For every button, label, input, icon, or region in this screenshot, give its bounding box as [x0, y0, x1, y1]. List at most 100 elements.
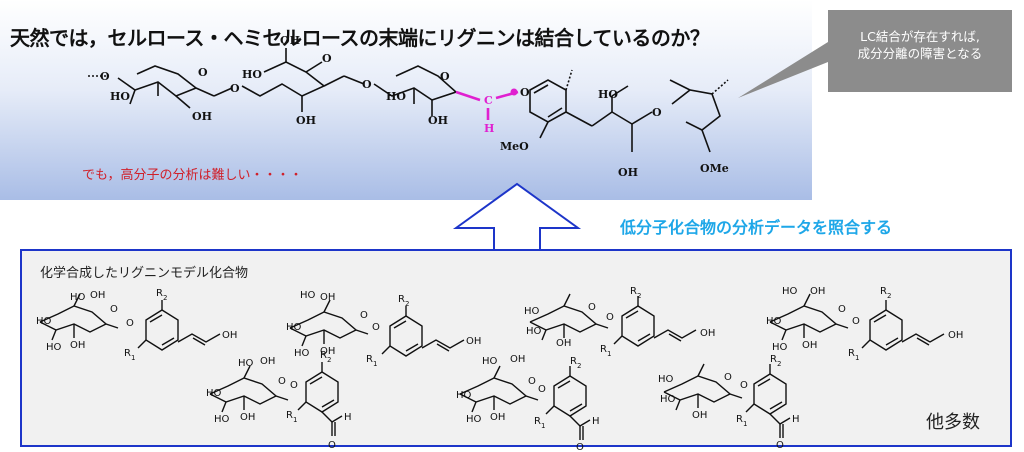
- svg-text:HO: HO: [238, 358, 254, 369]
- headline-question: 天然では，セルロース・ヘミセルロースの末端にリグニンは結合しているのか？: [10, 26, 710, 50]
- svg-text:HO: HO: [286, 322, 302, 333]
- svg-text:HO: HO: [766, 316, 782, 327]
- svg-text:OH: OH: [490, 412, 505, 423]
- svg-text:OH: OH: [556, 338, 571, 349]
- svg-text:HO: HO: [660, 394, 676, 405]
- label-O-link1: O: [230, 82, 240, 95]
- svg-text:HO: HO: [772, 342, 788, 353]
- label-HO-4: HO: [598, 88, 618, 101]
- svg-text:O: O: [328, 440, 336, 451]
- svg-text:OH: OH: [692, 410, 707, 421]
- svg-text:H: H: [344, 412, 352, 423]
- svg-text:O: O: [740, 380, 748, 391]
- label-OH-5: OH: [618, 166, 638, 179]
- svg-text:O: O: [776, 440, 784, 451]
- svg-text:2: 2: [405, 300, 409, 308]
- label-O-ether: O: [520, 86, 530, 99]
- svg-text:OH: OH: [948, 330, 963, 341]
- svg-text:O: O: [372, 322, 380, 333]
- svg-text:R: R: [570, 356, 577, 367]
- label-O-ring1: O: [198, 66, 208, 79]
- svg-text:R: R: [286, 410, 293, 421]
- svg-text:1: 1: [293, 416, 297, 424]
- label-OMe: OMe: [700, 162, 729, 175]
- svg-text:R: R: [398, 294, 405, 305]
- svg-text:OH: OH: [90, 290, 105, 301]
- svg-text:2: 2: [637, 292, 641, 300]
- note-difficulty: でも，高分子の分析は難しい・・・・: [82, 168, 303, 183]
- svg-text:OH: OH: [320, 292, 335, 303]
- svg-text:O: O: [724, 372, 732, 383]
- svg-text:HO: HO: [658, 374, 674, 385]
- svg-text:O: O: [360, 310, 368, 321]
- svg-text:R: R: [156, 288, 163, 299]
- svg-text:2: 2: [777, 360, 781, 368]
- svg-text:R: R: [366, 354, 373, 365]
- svg-text:HO: HO: [524, 306, 540, 317]
- svg-text:HO: HO: [466, 414, 482, 425]
- svg-text:OH: OH: [810, 286, 825, 297]
- svg-text:H: H: [792, 414, 800, 425]
- arrow-label: 低分子化合物の分析データを照合する: [620, 218, 893, 237]
- svg-text:HO: HO: [294, 348, 310, 359]
- label-O-link2: O: [362, 78, 372, 91]
- svg-text:1: 1: [373, 360, 377, 368]
- label-HO-3: HO: [386, 90, 406, 103]
- svg-text:2: 2: [887, 292, 891, 300]
- svg-text:O: O: [278, 376, 286, 387]
- svg-text:HO: HO: [300, 290, 316, 301]
- svg-text:2: 2: [163, 294, 167, 302]
- svg-text:2: 2: [577, 362, 581, 370]
- svg-text:1: 1: [743, 420, 747, 428]
- callout-line2: 成分分離の障害となる: [857, 46, 983, 61]
- svg-text:HO: HO: [782, 286, 798, 297]
- callout-line1: LC結合が存在すれば,: [860, 29, 980, 44]
- svg-text:O: O: [852, 316, 860, 327]
- label-MeO: MeO: [500, 140, 529, 153]
- svg-text:HO: HO: [482, 356, 498, 367]
- svg-text:OH: OH: [320, 346, 335, 357]
- label-O-ether2: O: [652, 106, 662, 119]
- label-O-chain: O: [100, 70, 110, 83]
- svg-text:HO: HO: [70, 292, 86, 303]
- svg-text:R: R: [848, 348, 855, 359]
- svg-text:OH: OH: [260, 356, 275, 367]
- svg-text:OH: OH: [802, 340, 817, 351]
- svg-text:HO: HO: [36, 316, 52, 327]
- svg-text:1: 1: [131, 354, 135, 362]
- svg-text:OH: OH: [222, 330, 237, 341]
- label-OH-3: OH: [296, 114, 316, 127]
- svg-text:R: R: [770, 354, 777, 365]
- label-O-ring2: O: [322, 52, 332, 65]
- panel-title: 化学合成したリグニンモデル化合物: [40, 266, 249, 281]
- svg-text:O: O: [126, 318, 134, 329]
- svg-text:OH: OH: [466, 336, 481, 347]
- label-OH-2: OH: [280, 34, 300, 47]
- more-compounds-label: 他多数: [926, 412, 980, 433]
- label-OH-4: OH: [428, 114, 448, 127]
- svg-text:R: R: [600, 344, 607, 355]
- svg-text:O: O: [110, 304, 118, 315]
- label-HO-1: HO: [110, 90, 130, 103]
- svg-text:H: H: [592, 416, 600, 427]
- svg-text:O: O: [528, 376, 536, 387]
- svg-text:O: O: [838, 304, 846, 315]
- svg-text:HO: HO: [526, 326, 542, 337]
- label-HO-2: HO: [242, 68, 262, 81]
- svg-text:R: R: [124, 348, 131, 359]
- svg-text:HO: HO: [456, 390, 472, 401]
- svg-text:1: 1: [607, 350, 611, 358]
- svg-text:O: O: [606, 312, 614, 323]
- svg-text:R: R: [880, 286, 887, 297]
- callout-text: LC結合が存在すれば, 成分分離の障害となる: [824, 28, 1016, 62]
- label-H-lc: H: [484, 122, 494, 135]
